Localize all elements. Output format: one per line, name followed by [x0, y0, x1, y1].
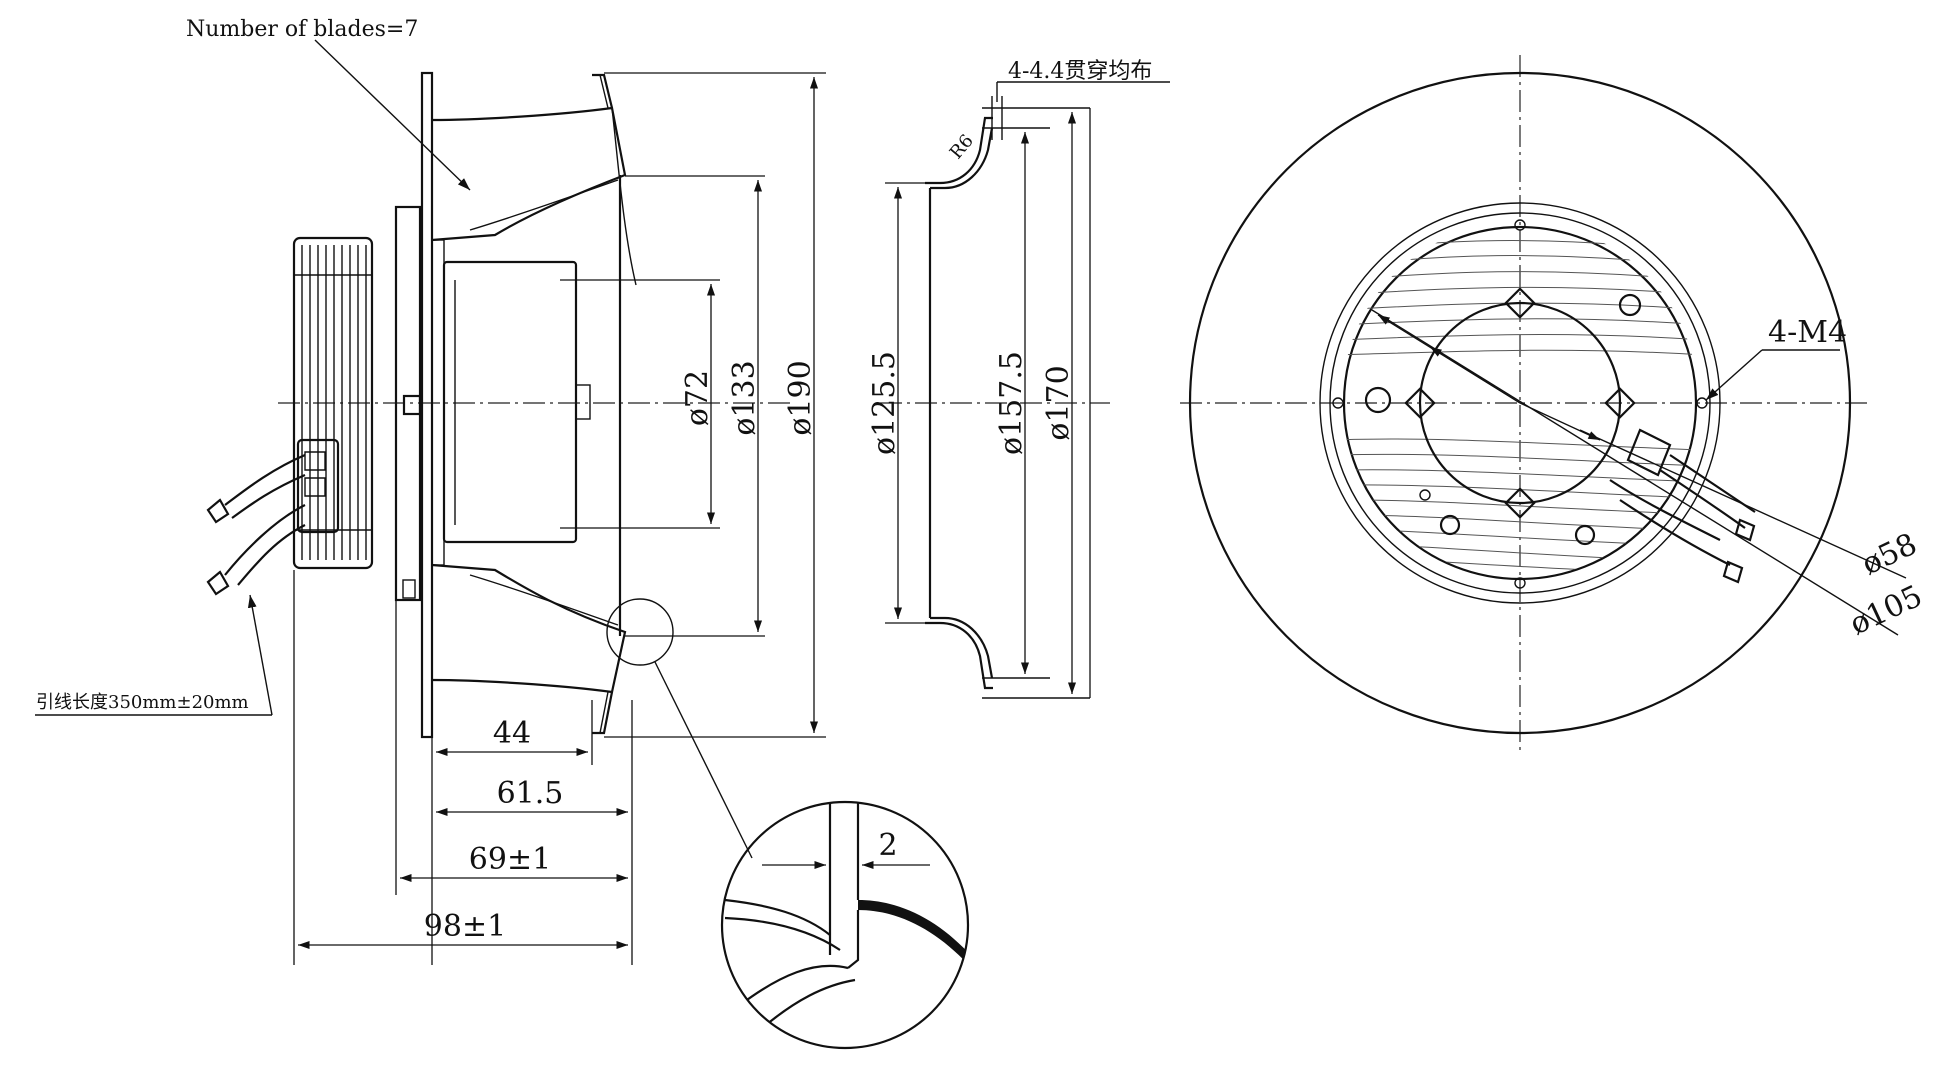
side-view: Number of blades=7 引线长度350mm±20mm — [35, 17, 826, 965]
detail-circle — [720, 800, 970, 1050]
motor-fins — [294, 245, 372, 560]
hub-bolts — [1332, 219, 1708, 589]
dia-72-label: ø72 — [680, 370, 715, 426]
shroud-section — [858, 900, 968, 972]
dia-58-label: ø58 — [1857, 527, 1923, 582]
r58-leader — [1579, 429, 1907, 579]
thread-note: 4-M4 — [1768, 315, 1847, 350]
dia-190-label: ø190 — [783, 360, 818, 435]
motor-housing — [292, 236, 374, 570]
blades-note: Number of blades=7 — [186, 17, 418, 42]
dia-157-5-label: ø157.5 — [994, 351, 1029, 455]
inlet-ring-top-profile — [925, 116, 993, 185]
lead-length-note: 引线长度350mm±20mm — [36, 692, 249, 713]
inlet-ring-view: 4-4.4贯穿均布 R6 ø125.5 ø157.5 ø170 — [867, 59, 1170, 699]
detail-callout-circle — [606, 598, 674, 666]
front-cable-exit — [1609, 428, 1756, 584]
dim-69-label: 69±1 — [469, 842, 551, 877]
mount-hole-bottom — [1514, 577, 1526, 589]
flange-center-boss — [402, 394, 422, 416]
rotor-body — [442, 260, 578, 544]
lower-blade — [431, 563, 627, 694]
hub-fin-hatching — [1342, 240, 1698, 573]
dia-125-5-label: ø125.5 — [867, 351, 902, 455]
mount-hole-top — [1514, 219, 1526, 231]
dia-170-label: ø170 — [1041, 365, 1076, 440]
cable-gland — [296, 438, 340, 534]
r6-note: R6 — [946, 131, 978, 164]
dia-105-label: ø105 — [1845, 579, 1928, 643]
inlet-ring-dims — [885, 108, 1091, 698]
dim-61-5-label: 61.5 — [497, 776, 564, 811]
holes-note: 4-4.4贯穿均布 — [1008, 59, 1152, 84]
inlet-ring-outer — [1319, 202, 1721, 604]
dim-98-label: 98±1 — [424, 909, 506, 944]
front-view: ø58 ø105 4-M4 — [1180, 55, 1928, 750]
dia-133-label: ø133 — [727, 360, 762, 435]
upper-shroud — [592, 73, 614, 109]
side-horizontal-dims — [293, 570, 633, 965]
r105-leader — [1371, 309, 1899, 636]
dim-44-label: 44 — [493, 716, 531, 751]
lead-cables — [206, 453, 306, 596]
m4-leader — [1705, 349, 1763, 401]
mount-hole-left — [1332, 397, 1344, 409]
impeller-backplate — [420, 71, 434, 739]
impeller-outline — [1188, 71, 1852, 735]
lower-shroud — [592, 691, 614, 735]
mount-hole-right — [1696, 397, 1708, 409]
detail-leader — [654, 661, 753, 859]
hub-outer — [1342, 225, 1698, 581]
upper-blade — [431, 106, 627, 242]
detail-view: 2 — [720, 800, 970, 1050]
shaft-stub — [575, 384, 591, 420]
lead-leader — [247, 594, 273, 716]
side-vertical-dims — [560, 72, 826, 738]
flange-foot — [402, 579, 416, 599]
hub-inner-circle — [1418, 301, 1622, 505]
inlet-ring-bottom-profile — [925, 621, 993, 690]
thickness-label: 2 — [878, 828, 897, 863]
cable-entry-holes — [304, 451, 326, 497]
blades-leader — [314, 39, 471, 191]
